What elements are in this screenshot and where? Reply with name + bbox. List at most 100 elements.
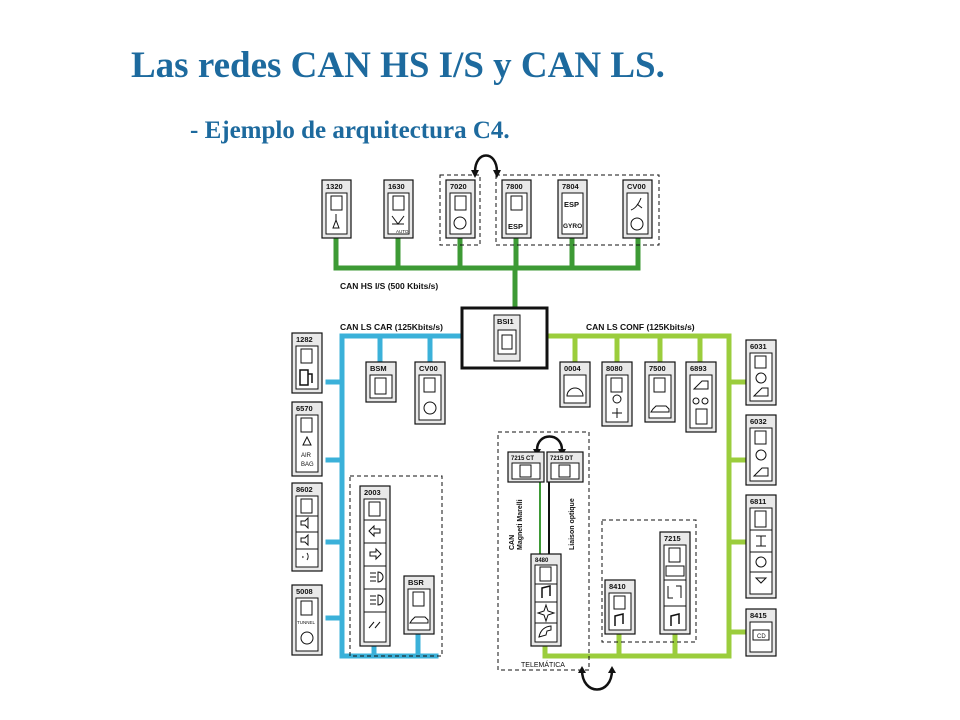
fog-lamp-icon <box>370 594 384 606</box>
music-icon <box>614 613 624 626</box>
bicycle-icon <box>692 397 700 405</box>
chip-icon <box>754 355 767 369</box>
chip-icon <box>374 377 387 395</box>
page-subtitle: - Ejemplo de arquitectura C4. <box>190 117 510 144</box>
ecu-6570: 6570 AIR BAG <box>291 401 323 477</box>
chip-icon <box>300 498 313 514</box>
ecu-7804: 7804 ESP GYRO <box>557 179 588 239</box>
can-label: CAN <box>509 535 516 550</box>
ecu-cv00-hs-code: CV00 <box>627 182 646 191</box>
ecu-1320: 1320 <box>321 179 352 239</box>
ecu-bsr-code: BSR <box>408 578 424 587</box>
chip-icon <box>300 417 313 433</box>
chip-icon <box>412 591 425 607</box>
ecu-6893: 6893 <box>685 361 717 433</box>
ecu-7500: 7500 <box>644 361 676 423</box>
cd-changer-icon <box>752 629 770 641</box>
ecu-bsm-code: BSM <box>370 364 387 373</box>
motor-icon <box>755 449 767 461</box>
ecu-8415: 8415 CD <box>745 608 777 657</box>
tunnel-tag: TUNNEL <box>297 620 315 625</box>
car-icon <box>409 616 429 624</box>
chip-icon <box>754 510 767 528</box>
alarm-icon <box>300 516 309 530</box>
chip-icon <box>510 195 523 211</box>
arrow-right-icon <box>369 547 382 561</box>
telematica-label: TELEMÁTICA <box>521 660 565 669</box>
ecu-6032: 6032 <box>745 414 777 486</box>
ecu-0004: 0004 <box>559 361 591 408</box>
ecu-2003: 2003 <box>359 485 391 647</box>
ecu-2003-code: 2003 <box>364 488 381 497</box>
liaison-optique-label: Liaison optique <box>569 498 576 550</box>
ecu-bsm: BSM <box>365 361 397 403</box>
can-ls-conf-label: CAN LS CONF (125Kbits/s) <box>586 322 695 332</box>
chip-icon <box>653 377 666 393</box>
page-title: Las redes CAN HS I/S y CAN LS. <box>131 45 665 86</box>
chip-icon <box>300 348 313 364</box>
headlamp-icon <box>370 571 384 583</box>
ecu-7215-dt-code: 7215 DT <box>550 456 573 462</box>
alarm-icon <box>300 533 309 547</box>
group-8410-7215 <box>601 519 697 643</box>
magneti-marelli-label: Magneti Marelli <box>517 499 524 550</box>
ecu-bsr: BSR <box>403 575 435 635</box>
ecu-1320-code: 1320 <box>326 182 343 191</box>
group-7020 <box>439 174 481 246</box>
swap-arrow-top <box>473 154 499 173</box>
instrument-panel-icon <box>566 387 584 397</box>
ecu-6031-code: 6031 <box>750 342 767 351</box>
ecu-6811-code: 6811 <box>750 497 766 506</box>
switch-icon <box>423 401 437 415</box>
ecu-7215-code: 7215 <box>664 534 681 543</box>
ecu-8410-code: 8410 <box>609 582 626 591</box>
phone-icon <box>538 625 552 638</box>
air-tag: AIR <box>301 453 312 459</box>
ecu-1282-code: 1282 <box>296 335 313 344</box>
car-icon <box>650 405 670 413</box>
esp-text: ESP <box>564 200 579 209</box>
ecu-7804-code: 7804 <box>562 182 580 191</box>
can-hs-bus <box>333 235 641 312</box>
ecu-7800-code: 7800 <box>506 182 523 191</box>
ecu-8080-code: 8080 <box>606 364 623 373</box>
ecu-6811: 6811 <box>745 494 777 599</box>
window-icon <box>752 387 769 397</box>
chip-icon <box>300 600 313 616</box>
motor-icon <box>755 556 767 568</box>
group-7800-cv00 <box>495 174 660 246</box>
ecu-1630: 1630 AUTO <box>383 179 414 239</box>
chip-icon <box>610 377 623 393</box>
abs-icon <box>453 216 467 230</box>
can-ls-car-label: CAN LS CAR (125Kbits/s) <box>340 322 443 332</box>
swap-arrow-telematica-top <box>535 435 564 451</box>
group-telematica <box>497 431 590 671</box>
ecu-cv00-ls: CV00 <box>414 361 446 425</box>
ecu-7215-ct-code: 7215 CT <box>511 456 534 462</box>
can-hs-label: CAN HS I/S (500 Kbits/s) <box>340 281 438 291</box>
horn-icon <box>302 552 309 561</box>
bag-tag: BAG <box>301 462 314 468</box>
ecu-7215: 7215 <box>659 531 691 635</box>
ecu-8480-code: 8480 <box>535 558 549 564</box>
seat-icon <box>754 577 768 584</box>
chip-icon <box>668 547 681 563</box>
ecu-8480: 8480 <box>530 553 562 647</box>
bsi1-code: BSI1 <box>497 317 514 326</box>
music-icon <box>670 613 680 626</box>
chip-icon <box>519 464 532 478</box>
chip-icon <box>558 464 571 478</box>
fan-icon <box>612 408 622 418</box>
chip-icon <box>454 195 467 211</box>
auto-tag: AUTO <box>396 229 409 234</box>
ecu-0004-code: 0004 <box>564 364 582 373</box>
ecu-7020-code: 7020 <box>450 182 467 191</box>
chip-icon <box>695 408 708 425</box>
window-icon <box>752 467 769 477</box>
music-icon <box>541 585 551 598</box>
ecu-5008: 5008 TUNNEL <box>291 584 323 656</box>
wiper-icon <box>368 621 381 629</box>
chip-icon <box>330 195 343 211</box>
ecu-cv00-ls-code: CV00 <box>419 364 438 373</box>
